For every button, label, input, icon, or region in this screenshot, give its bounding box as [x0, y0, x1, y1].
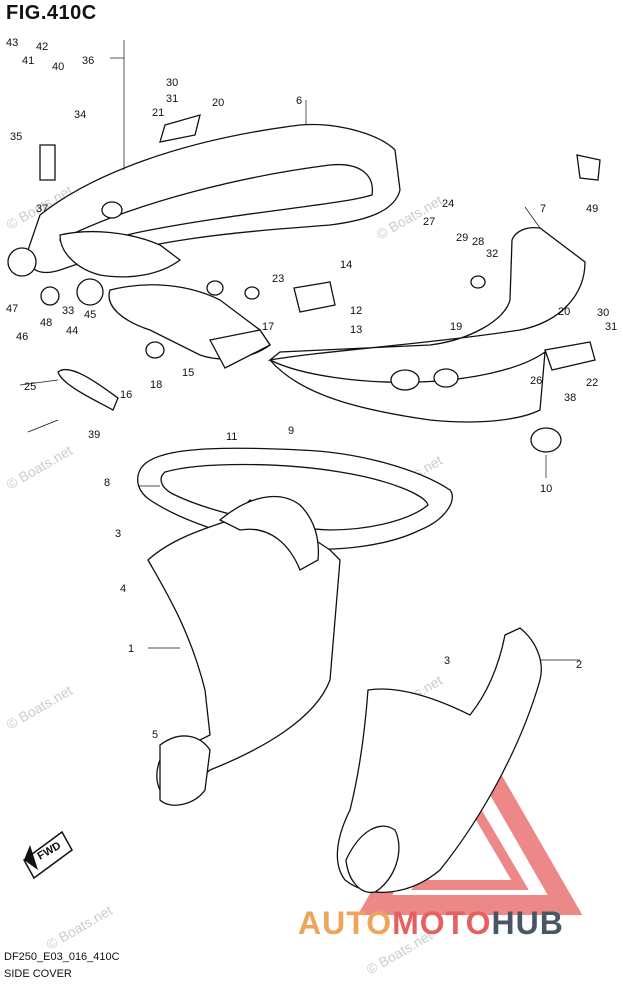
watermark-text: © Boats.net	[44, 902, 116, 953]
part-number-label: 9	[288, 425, 294, 437]
figure-title: FIG.410C	[6, 2, 97, 24]
part-number-label: 23	[272, 273, 284, 285]
watermark-text: © Boats.net	[4, 682, 76, 733]
part-number-label: 48	[40, 317, 52, 329]
figure-subtitle: SIDE COVER	[4, 968, 72, 980]
part-number-label: 24	[442, 198, 454, 210]
part-number-label: 20	[558, 306, 570, 318]
part-35-pad	[39, 144, 56, 181]
part-number-label: 38	[564, 392, 576, 404]
part-15-bracket	[59, 230, 271, 369]
part-7-starboard-cover	[267, 226, 586, 453]
part-number-label: 18	[150, 379, 162, 391]
part-number-label: 11	[226, 431, 237, 443]
part-number-label: 35	[10, 131, 22, 143]
part-number-label: 37	[36, 203, 48, 215]
part-number-label: 49	[586, 203, 598, 215]
small-fittings	[7, 40, 601, 411]
part-number-label: 36	[82, 55, 94, 67]
part-number-label: 42	[36, 41, 48, 53]
watermark-text: © Boats.net	[4, 442, 76, 493]
part-21-clip	[159, 114, 201, 143]
part-10-plug	[530, 427, 562, 453]
part-number-label: 30	[597, 307, 609, 319]
part-number-label: 13	[350, 324, 362, 336]
part-number-label: 32	[486, 248, 498, 260]
part-number-label: 22	[586, 377, 598, 389]
part-number-label: 40	[52, 61, 64, 73]
part-number-label: 20	[212, 97, 224, 109]
part-number-label: 5	[152, 729, 158, 741]
part-number-label: 6	[296, 95, 302, 107]
part-number-label: 4	[120, 583, 126, 595]
part-number-label: 31	[605, 321, 617, 333]
part-25-grommet	[57, 369, 119, 411]
part-number-label: 46	[16, 331, 28, 343]
part-number-label: 43	[6, 37, 18, 49]
part-number-label: 10	[540, 483, 552, 495]
part-number-label: 26	[530, 375, 542, 387]
part-number-label: 14	[340, 259, 352, 271]
brand-part-hub: HUB	[491, 905, 564, 941]
part-number-label: 12	[350, 305, 362, 317]
part-number-label: 2	[576, 659, 582, 671]
part-number-label: 1	[128, 643, 134, 655]
part-number-label: 41	[22, 55, 34, 67]
brand-part-moto: MOTO	[392, 905, 492, 941]
part-number-label: 3	[444, 655, 450, 667]
part-number-label: 28	[472, 236, 484, 248]
part-number-label: 45	[84, 309, 96, 321]
model-code: DF250_E03_016_410C	[4, 951, 120, 963]
part-number-label: 17	[262, 321, 274, 333]
part-number-label: 44	[66, 325, 78, 337]
part-number-label: 30	[166, 77, 178, 89]
part-number-label: 31	[166, 93, 178, 105]
part-number-label: 8	[104, 477, 110, 489]
leader-lines	[19, 57, 580, 661]
part-number-label: 47	[6, 303, 18, 315]
brand-part-auto: AUTO	[298, 905, 393, 941]
part-number-label: 33	[62, 305, 74, 317]
part-number-label: 21	[152, 107, 164, 119]
part-12-bracket	[293, 281, 336, 313]
part-number-label: 34	[74, 109, 86, 121]
part-2-starboard-lower-cover	[336, 627, 542, 893]
part-number-label: 7	[540, 203, 546, 215]
part-8-seal	[137, 447, 453, 550]
part-1-port-lower-cover	[147, 495, 341, 806]
part-number-label: 19	[450, 321, 462, 333]
part-22-grommet	[544, 341, 596, 371]
brand-wordmark: AUTOMOTOHUB	[298, 905, 564, 942]
part-number-label: 16	[120, 389, 132, 401]
part-number-label: 25	[24, 381, 36, 393]
part-number-label: 29	[456, 232, 468, 244]
part-number-label: 27	[423, 216, 435, 228]
part-number-label: 15	[182, 367, 194, 379]
fwd-arrow-icon: FWD	[23, 830, 73, 880]
part-number-label: 39	[88, 429, 100, 441]
part-number-label: 3	[115, 528, 121, 540]
